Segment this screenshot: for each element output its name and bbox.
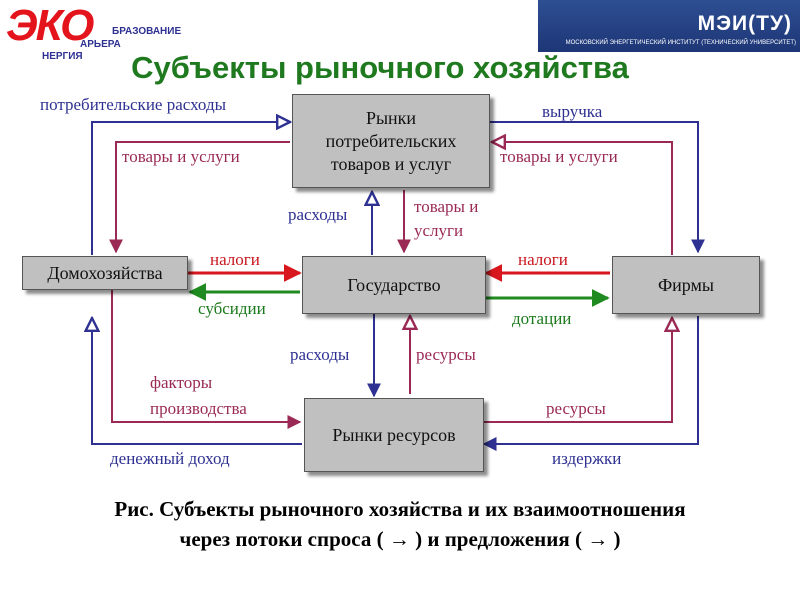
mei-logo: МЭИ(ТУ) МОСКОВСКИЙ ЭНЕРГЕТИЧЕСКИЙ ИНСТИТ… (538, 0, 800, 52)
node-households: Домохозяйства (22, 256, 188, 290)
label-grants: дотации (512, 309, 572, 328)
arrow-factors (111, 287, 302, 429)
arrow-costs (482, 316, 699, 451)
eko-logo-line-energy: НЕРГИЯ (42, 51, 83, 62)
node-consumer-markets-line2: потребительских (325, 130, 457, 151)
figure-caption-line2: через потоки спроса ( → ) и предложения … (179, 527, 621, 551)
label-consumer-spending: потребительские расходы (40, 95, 227, 114)
arrow-revenue (490, 121, 705, 254)
label-factors-line1: факторы (150, 373, 213, 392)
arrow-goods-from-firms (492, 142, 673, 255)
node-consumer-markets-line1: Рынки (365, 107, 417, 128)
mei-logo-name: МЭИ(ТУ) (697, 12, 792, 35)
label-subsidies: субсидии (198, 299, 266, 318)
label-gov-resources: ресурсы (416, 345, 476, 364)
label-gov-spending-bottom: расходы (290, 345, 350, 364)
arrow-consumer-spending (91, 122, 290, 255)
label-gov-goods-line2: услуги (414, 221, 464, 240)
label-gov-spending-top: расходы (288, 205, 348, 224)
eko-logo-mark: ЭКО (6, 1, 94, 50)
label-taxes-left: налоги (210, 250, 260, 269)
node-firms: Фирмы (612, 256, 760, 314)
node-consumer-markets-line3: товаров и услуг (330, 153, 452, 174)
eko-logo-line-education: БРАЗОВАНИЕ (112, 26, 182, 37)
figure-caption: Рис. Субъекты рыночного хозяйства и их в… (0, 494, 800, 554)
arrow-goods-to-households (109, 141, 290, 254)
node-government: Государство (302, 256, 486, 314)
figure-caption-line1: Рис. Субъекты рыночного хозяйства и их в… (114, 497, 686, 521)
label-money-income: денежный доход (110, 449, 230, 468)
node-resource-markets: Рынки ресурсов (304, 398, 484, 472)
arrow-money-income (92, 318, 302, 445)
eko-logo-line-career: АРЬЕРА (80, 39, 121, 50)
arrow-firm-resources (484, 318, 672, 423)
label-costs: издержки (552, 449, 622, 468)
label-taxes-right: налоги (518, 250, 568, 269)
slide-title: Субъекты рыночного хозяйства (131, 50, 629, 85)
label-firm-resources: ресурсы (546, 399, 606, 418)
label-factors-line2: производства (150, 399, 247, 418)
node-consumer-markets: Рынки потребительских товаров и услуг (292, 94, 490, 188)
mei-logo-subtitle: МОСКОВСКИЙ ЭНЕРГЕТИЧЕСКИЙ ИНСТИТУТ (ТЕХН… (565, 40, 796, 46)
label-goods-right: товары и услуги (500, 147, 618, 166)
label-goods-left: товары и услуги (122, 147, 240, 166)
label-gov-goods-line1: товары и (414, 197, 479, 216)
eko-logo: ЭКО БРАЗОВАНИЕ АРЬЕРА НЕРГИЯ (0, 0, 190, 64)
label-revenue: выручка (542, 102, 603, 121)
